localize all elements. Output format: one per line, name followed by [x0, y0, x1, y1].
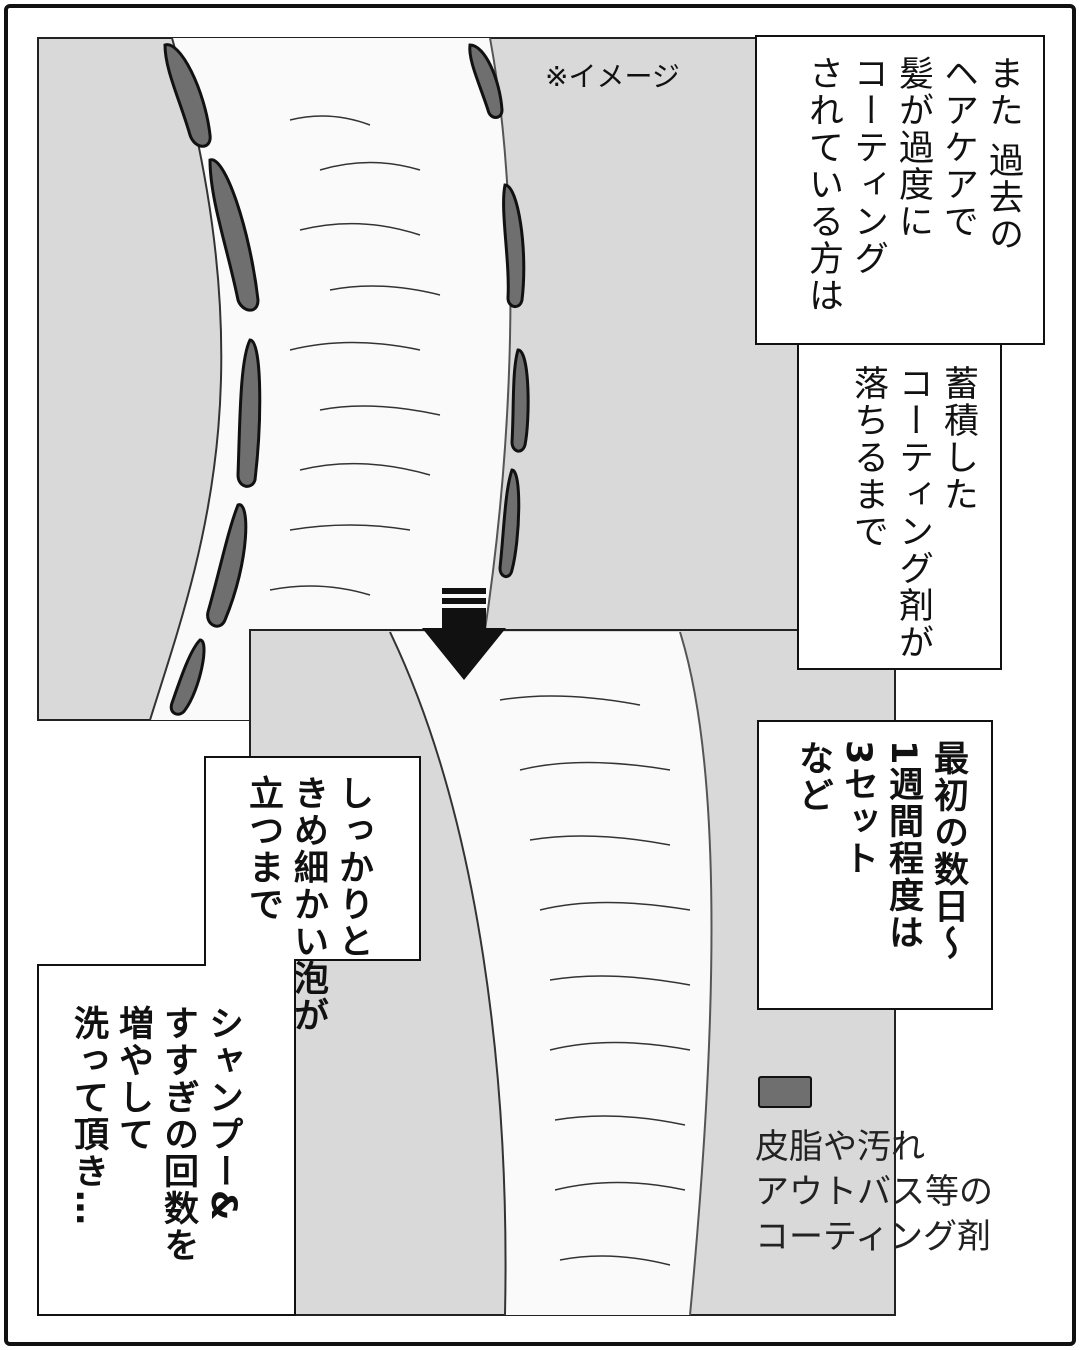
image-note: ※イメージ — [545, 60, 680, 93]
caption-period: 最初の数日～ 1週間程度は 3セット など — [793, 740, 968, 962]
coating-deposits — [163, 43, 530, 716]
legend-swatch — [758, 1076, 812, 1108]
caption-shampoo: シャンプー& すすぎの回数を 増やして 洗って頂き… — [68, 1005, 243, 1264]
caption-intro-box — [755, 35, 1045, 345]
caption-until: 蓄積した コーティング剤が 落ちるまで — [848, 365, 978, 661]
hair-cuticle-lines — [269, 115, 441, 596]
caption-period-box — [757, 720, 993, 1010]
legend-label: 皮脂や汚れ アウトバス等の コーティング剤 — [755, 1127, 993, 1257]
hair-strand-after — [390, 632, 712, 1315]
comic-frame — [4, 4, 1076, 1346]
caption-bubble-outline — [37, 756, 421, 1316]
caption-until-box — [797, 345, 1002, 670]
caption-foam: しっかりと きめ細かい泡が 立つまで — [243, 775, 373, 1034]
caption-intro: また 過去の ヘアケアで 髪が過度に コーティング されている方は — [803, 55, 1023, 314]
down-arrow-icon — [422, 588, 506, 680]
